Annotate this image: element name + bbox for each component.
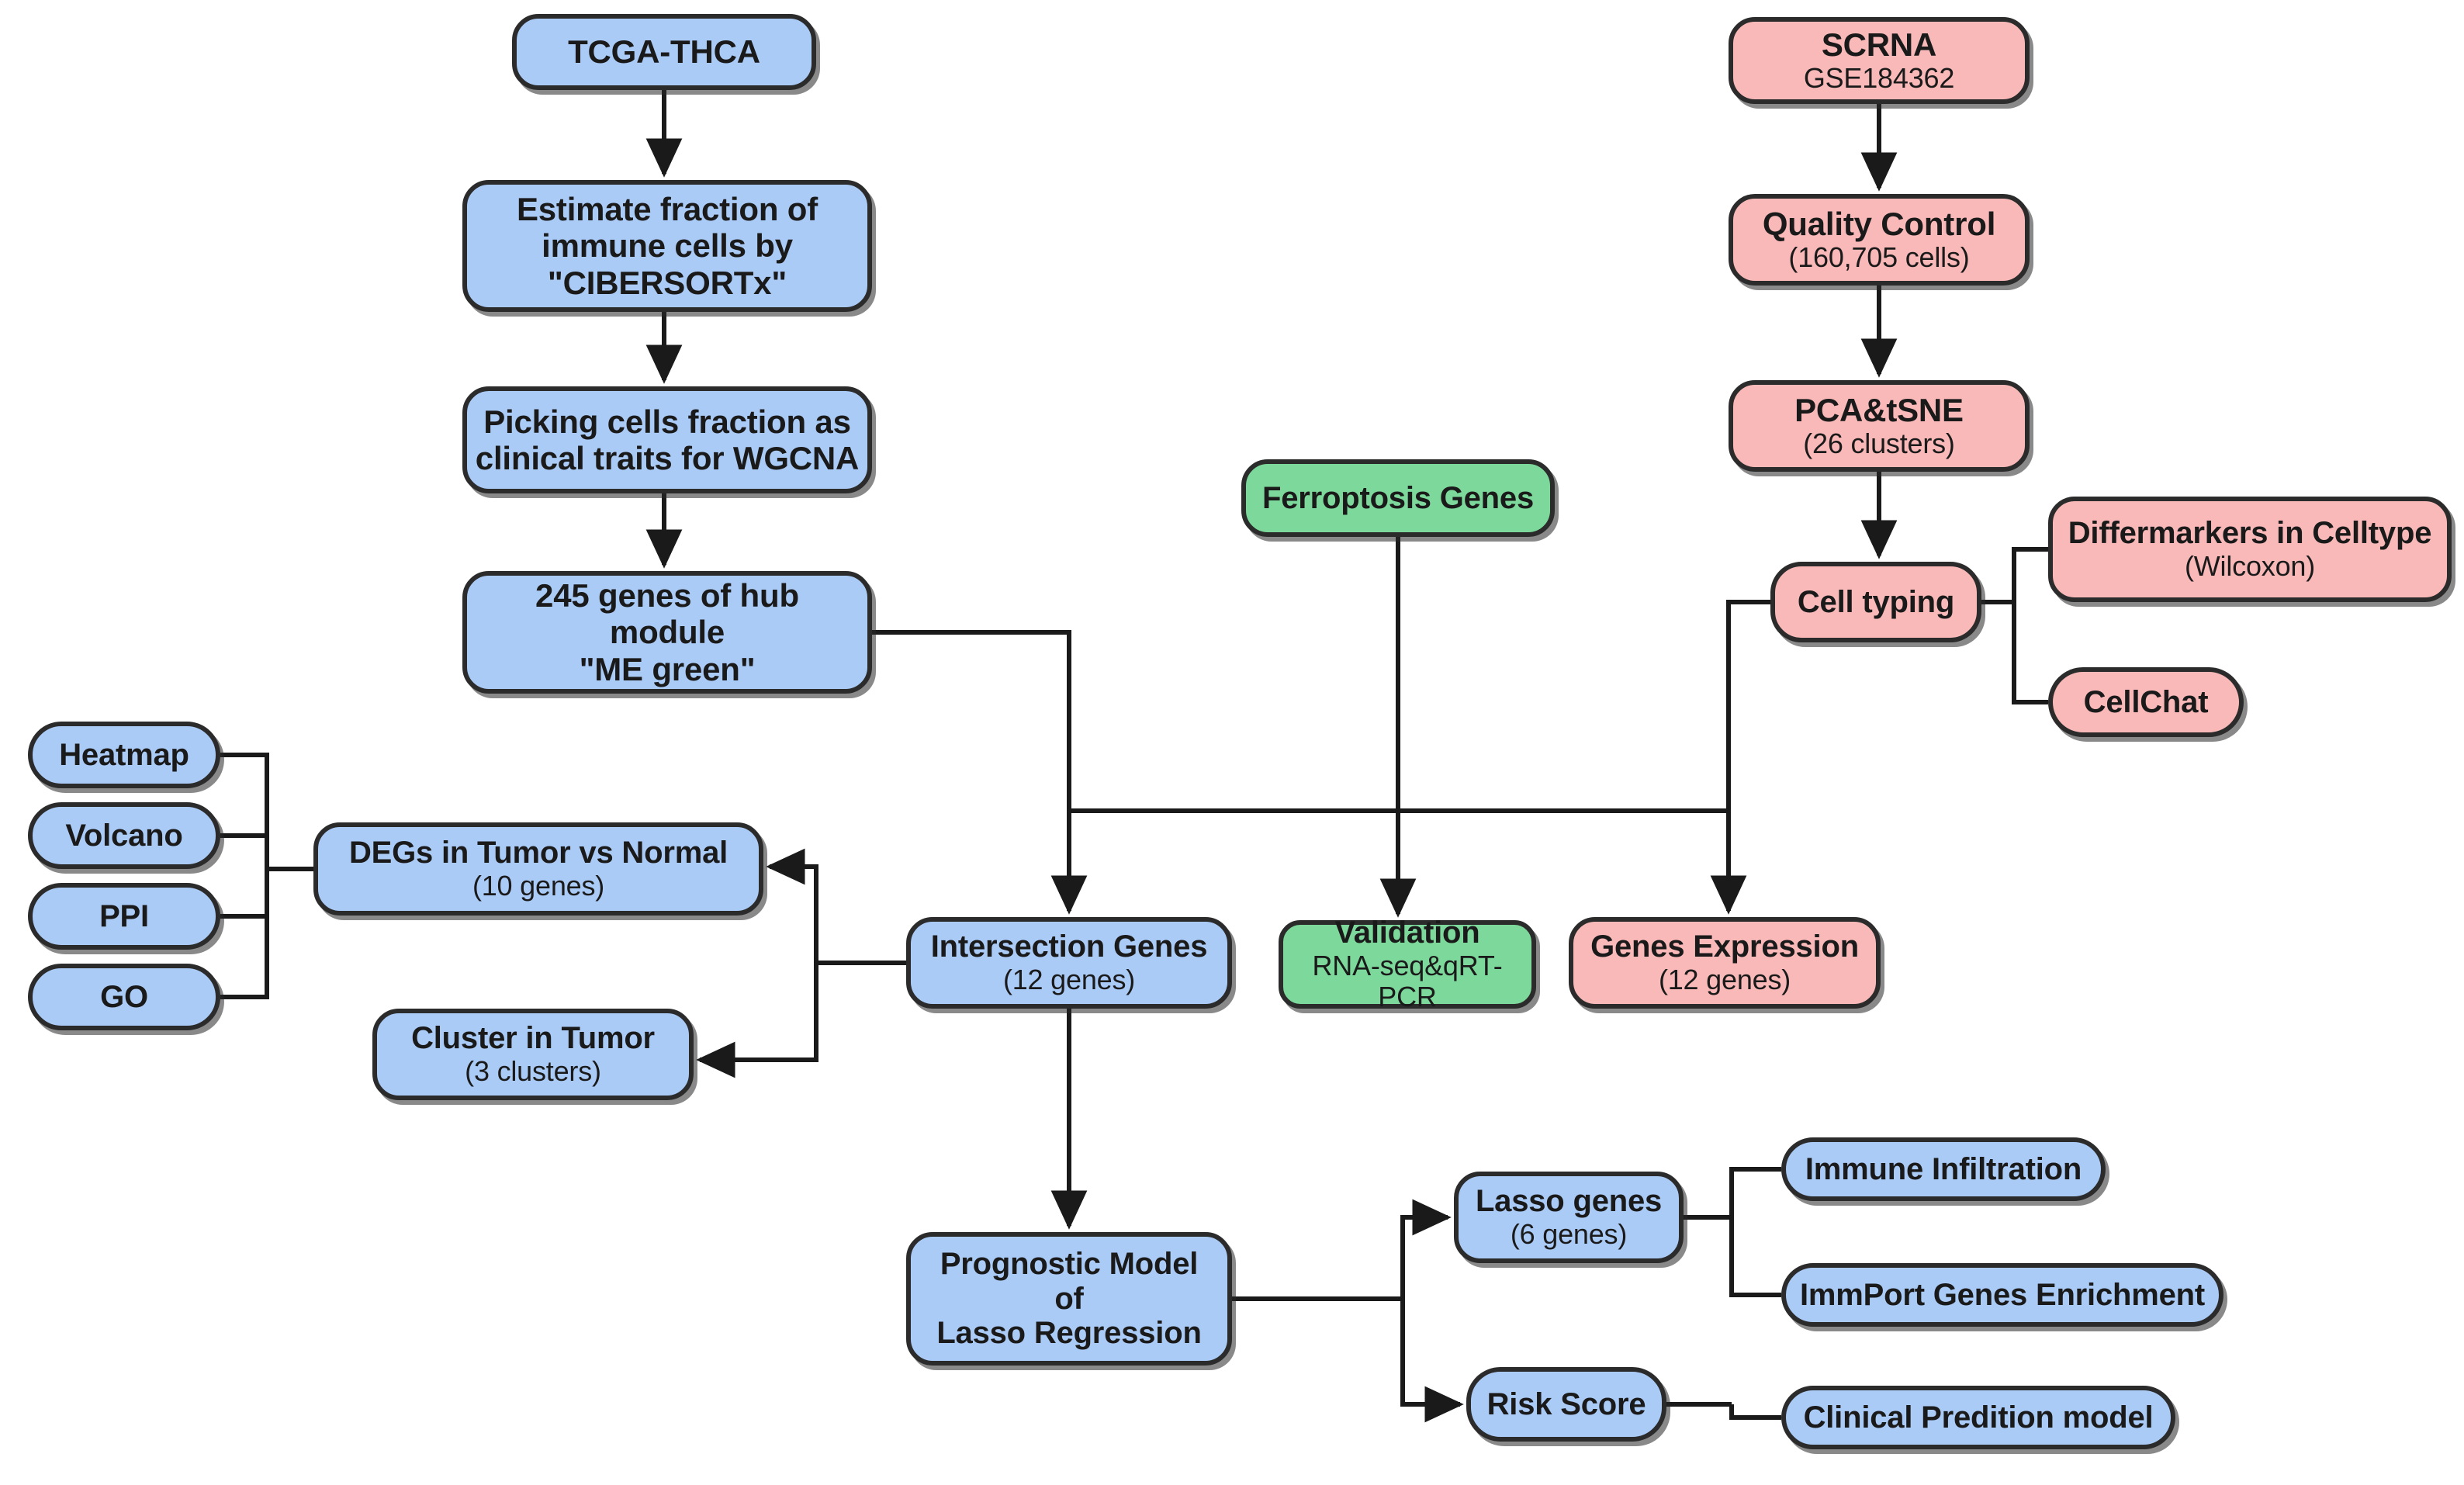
node-tcga[interactable]: TCGA-THCA <box>512 14 816 90</box>
edge-prognostic-to-lassogenes <box>1400 1199 1452 1299</box>
node-subtitle: (12 genes) <box>1002 964 1136 996</box>
node-subtitle: GSE184362 <box>1803 62 1955 95</box>
node-cluster[interactable]: Cluster in Tumor(3 clusters) <box>372 1009 694 1100</box>
node-genesexpr[interactable]: Genes Expression(12 genes) <box>1569 917 1881 1009</box>
node-subtitle: (3 clusters) <box>465 1055 601 1088</box>
node-title: Quality Control <box>1762 206 1996 243</box>
node-title: Immune Infiltration <box>1805 1151 2082 1186</box>
node-title: TCGA-THCA <box>568 33 760 71</box>
node-riskscore[interactable]: Risk Score <box>1466 1367 1666 1442</box>
node-title: Genes Expression <box>1590 929 1859 964</box>
node-hub[interactable]: 245 genes of hub module"ME green" <box>462 571 872 694</box>
node-heatmap[interactable]: Heatmap <box>28 722 220 788</box>
node-ppi[interactable]: PPI <box>28 883 220 950</box>
node-clinical[interactable]: Clinical Predition model <box>1781 1386 2175 1449</box>
edge-heatmap-to-degs <box>220 753 269 869</box>
node-subtitle: (12 genes) <box>1658 964 1791 996</box>
edge-go-to-degs <box>220 869 269 999</box>
edge-intersection-to-cluster <box>696 963 818 1078</box>
edge-riskscore-to-clinical <box>1729 1404 1781 1420</box>
node-lassogenes[interactable]: Lasso genes(6 genes) <box>1454 1172 1684 1263</box>
node-subtitle: (6 genes) <box>1510 1218 1628 1251</box>
edge-celltyping-to-cellchat <box>2012 602 2048 704</box>
node-title: Cell typing <box>1797 584 1955 619</box>
edge-prognostic-to-riskscore <box>1400 1299 1464 1423</box>
node-title: Risk Score <box>1486 1386 1646 1421</box>
node-title: DEGs in Tumor vs Normal <box>348 836 728 871</box>
node-pca[interactable]: PCA&tSNE(26 clusters) <box>1729 380 2030 472</box>
node-cellchat[interactable]: CellChat <box>2048 667 2244 737</box>
node-title: Validation <box>1334 916 1480 950</box>
node-title: CellChat <box>2083 684 2209 719</box>
node-ferroptosis[interactable]: Ferroptosis Genes <box>1241 459 1555 537</box>
node-title: ImmPort Genes Enrichment <box>1800 1277 2205 1312</box>
node-title: PCA&tSNE <box>1794 392 1964 429</box>
node-title: SCRNA <box>1821 26 1937 64</box>
node-title: 245 genes of hub module"ME green" <box>535 577 799 687</box>
edge-lassogenes-to-immport <box>1729 1217 1781 1297</box>
node-title: Clinical Predition model <box>1803 1400 2154 1435</box>
edge-celltyping-to-differmarkers <box>2012 547 2048 602</box>
node-subtitle: (160,705 cells) <box>1788 241 1970 274</box>
node-go[interactable]: GO <box>28 964 220 1030</box>
node-intersection[interactable]: Intersection Genes(12 genes) <box>906 917 1232 1009</box>
edge-celltyping-to-genesexpr <box>1710 600 1770 915</box>
node-title: GO <box>100 979 148 1014</box>
node-degs[interactable]: DEGs in Tumor vs Normal(10 genes) <box>313 822 763 916</box>
node-subtitle: (26 clusters) <box>1803 428 1955 460</box>
node-title: Lasso genes <box>1475 1184 1663 1219</box>
node-title: Cluster in Tumor <box>411 1021 655 1056</box>
node-subtitle: (Wilcoxon) <box>2184 550 2316 583</box>
edge-hub-to-intersection <box>872 630 1088 915</box>
edge-intersection-to-degs <box>766 848 818 963</box>
node-title: Intersection Genes <box>930 929 1208 964</box>
node-subtitle: RNA-seq&qRT-PCR <box>1312 950 1503 1013</box>
node-title: Differmarkers in Celltype <box>2068 516 2432 551</box>
node-title: Volcano <box>65 818 183 853</box>
node-subtitle: (10 genes) <box>472 870 605 902</box>
node-title: Heatmap <box>59 737 189 772</box>
node-immport[interactable]: ImmPort Genes Enrichment <box>1781 1263 2223 1327</box>
node-qc[interactable]: Quality Control(160,705 cells) <box>1729 194 2030 286</box>
node-title: PPI <box>99 898 149 933</box>
node-volcano[interactable]: Volcano <box>28 802 220 869</box>
node-title: Ferroptosis Genes <box>1261 480 1535 515</box>
node-celltyping[interactable]: Cell typing <box>1770 562 1981 642</box>
edge-lassogenes-to-immuneinf <box>1729 1167 1781 1217</box>
node-immuneinf[interactable]: Immune Infiltration <box>1781 1137 2106 1201</box>
node-differmarkers[interactable]: Differmarkers in Celltype(Wilcoxon) <box>2048 497 2452 602</box>
